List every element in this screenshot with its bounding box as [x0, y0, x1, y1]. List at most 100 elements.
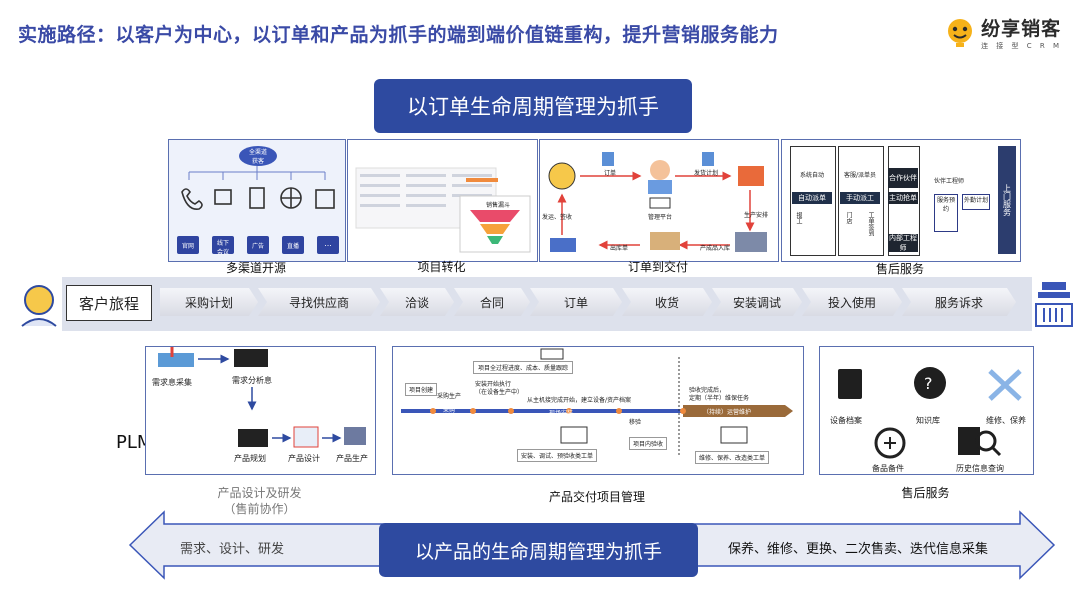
after-sales-caption: 售后服务	[875, 262, 924, 276]
side-label-checkin: 工单签到	[867, 212, 874, 236]
delivery-note-create: 项目创建	[405, 383, 438, 396]
delivery-note-install-start: 安装开始执行	[475, 381, 512, 388]
manual-dispatch-box: 手动派工	[840, 192, 880, 204]
delivery-note-in-production: （在设备生产中）	[475, 389, 524, 396]
plm-panel: 需求息采集 需求分析息 产品规划 产品设计 产品生产	[145, 346, 376, 475]
stage-in-use: 投入使用	[802, 288, 902, 316]
knowledge-icon	[914, 367, 946, 399]
delivery-caption: 产品交付项目管理	[548, 490, 645, 504]
project-panel: 销售漏斗	[347, 139, 538, 262]
product-lifecycle-banner: 以产品的生命周期管理为抓手	[379, 523, 698, 577]
bottom-left-text: 需求、设计、研发	[180, 542, 285, 557]
channel-offline: 线下 会议	[216, 240, 229, 256]
warehouse-in-label: 产成品入库	[700, 245, 731, 252]
page-title: 实施路径：以客户为中心，以订单和产品为抓手的端到端价值链重构，提升营销服务能力	[18, 24, 779, 46]
stage-order: 订单	[530, 288, 622, 316]
bottom-right-text: 保养、维修、更换、二次售卖、迭代信息采集	[728, 542, 989, 557]
plm-design: 产品设计	[288, 454, 320, 463]
order-lifecycle-banner: 以订单生命周期管理为抓手	[374, 79, 692, 133]
service-panel: ? 设备档案 知识库 维修、保养 备品备件 历史信息查询	[819, 346, 1034, 475]
service-knowledge-base: 知识库	[916, 416, 940, 425]
book-icon	[214, 189, 232, 205]
role-system: 系统自动	[799, 172, 824, 179]
building-icon	[1035, 282, 1073, 327]
project-caption: 项目转化	[417, 260, 466, 274]
service-equipment-record: 设备档案	[830, 416, 862, 425]
stage-receive: 收货	[622, 288, 712, 316]
outbound-label: 出库单	[610, 245, 629, 252]
channel-more: ...	[324, 239, 332, 248]
side-label-report: 报工	[795, 212, 802, 224]
delivery-note-procure-produce: 采购生产	[437, 393, 462, 400]
funnel-label: 销售漏斗	[485, 202, 510, 209]
plm-label: PLM	[116, 432, 153, 453]
tv-icon	[315, 189, 335, 209]
svg-text:?: ?	[924, 374, 933, 393]
plm-analysis: 需求分析息	[232, 376, 272, 385]
role-partner: 合作伙伴	[888, 168, 918, 188]
clipboard-icon	[838, 369, 862, 399]
multichannel-panel: 全渠道 获客 官网 线下 会议 广告 直播 ...	[168, 139, 346, 262]
plm-planning: 产品规划	[234, 454, 266, 463]
order-panel: 订单 发货计划 生产安排 产成品入库 出库单 管理平台 发运、签收	[539, 139, 779, 262]
delivery-note-operation: （持续）运营维护	[703, 409, 752, 416]
channel-center-node: 全渠道 获客	[239, 146, 277, 166]
channel-ad: 广告	[251, 243, 264, 250]
service-booking-box: 服务预约	[934, 194, 958, 232]
stage-purchase-plan: 采购计划	[160, 288, 258, 316]
delivery-note-maintenance-task: 定期（半年）维保任务	[689, 395, 750, 402]
plm-caption-sub: （售前协作）	[223, 502, 296, 516]
channel-website: 官网	[181, 243, 194, 250]
plm-caption: 产品设计及研发	[217, 486, 302, 500]
document-icon	[249, 187, 265, 209]
plm-production: 产品生产	[336, 454, 368, 463]
platform-label: 管理平台	[648, 214, 673, 221]
delivery-note-check: 移验	[629, 419, 642, 426]
sign-label: 发运、签收	[542, 214, 573, 221]
gear-icon	[874, 427, 906, 459]
production-label: 生产安排	[744, 212, 769, 219]
stage-negotiate: 洽谈	[380, 288, 454, 316]
delivery-note-after-accept: 验收完成后，	[689, 387, 726, 394]
delivery-panel: 项目全过程进度、成本、质量跟踪 项目创建 安装开始执行 （在设备生产中） 采购生…	[392, 346, 804, 475]
stage-install: 安装调试	[712, 288, 802, 316]
delivery-note-onsite: 现场安装	[549, 410, 574, 417]
service-history: 历史信息查询	[956, 464, 1004, 473]
service-spare-parts: 备品备件	[872, 464, 904, 473]
role-internal-engineer: 内部工程师	[888, 234, 918, 252]
plm-collect: 需求息采集	[152, 378, 192, 387]
order-caption: 订单到交付	[627, 260, 688, 274]
delivery-note-tracking: 项目全过程进度、成本、质量跟踪	[473, 361, 574, 374]
auto-dispatch-box: 自动派单	[792, 192, 832, 204]
onsite-service-bar: 上门服务	[998, 146, 1016, 254]
book-history-icon	[958, 427, 980, 455]
stage-find-supplier: 寻找供应商	[258, 288, 380, 316]
delivery-note-asset-record: 从主机接完成开始，建立设备/资产档案	[527, 397, 632, 404]
delivery-note-internal-accept: 项目内验收	[629, 437, 668, 450]
logo: 纷享销客 连 接 型 C R M	[945, 14, 1062, 51]
delivery-note-procure: 采购	[443, 407, 456, 414]
multichannel-caption: 多渠道开源	[225, 261, 286, 275]
shipping-plan-label: 发货计划	[694, 170, 719, 177]
journey-label: 客户旅程	[66, 285, 152, 321]
stage-service-request: 服务诉求	[902, 288, 1016, 316]
service-caption: 售后服务	[901, 486, 950, 500]
service-repair: 维修、保养	[986, 416, 1026, 425]
role-partner-engineer: 伙伴工程师	[933, 178, 964, 185]
logo-icon	[948, 18, 973, 47]
customer-avatar-icon	[21, 285, 57, 327]
logo-subtitle: 连 接 型 C R M	[981, 42, 1062, 50]
phone-icon	[181, 188, 203, 210]
order-label: 订单	[604, 170, 617, 177]
grab-order-box: 主动抢单	[888, 192, 918, 204]
delivery-note-install-orders: 安装、调试、预验收类工单	[517, 449, 598, 462]
side-label-store: 门店	[845, 212, 852, 224]
stage-contract: 合同	[454, 288, 530, 316]
tools-icon	[988, 369, 1022, 401]
role-dispatcher: 客服/派单员	[843, 172, 877, 179]
field-plan-box: 外勤计划	[962, 194, 990, 210]
delivery-note-repair-orders: 维修、保养、改造类工单	[695, 451, 770, 464]
after-sales-panel: 系统自动 客服/派单员 合作伙伴 伙伴工程师 内部工程师 自动派单 手动派工 主…	[781, 139, 1021, 262]
logo-name: 纷享销客	[981, 18, 1062, 40]
channel-live: 直播	[286, 243, 299, 250]
